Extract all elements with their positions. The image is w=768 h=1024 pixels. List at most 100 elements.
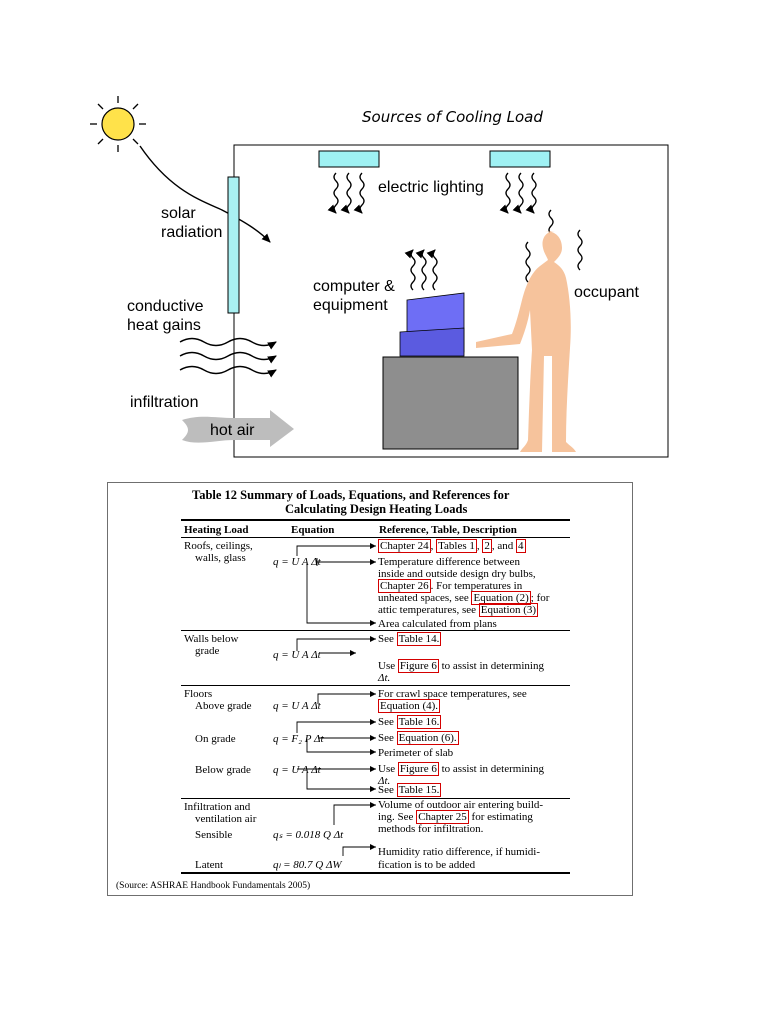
roofs-load-line2: walls, glass <box>195 552 246 564</box>
label-computer-line2: equipment <box>313 297 388 314</box>
occupant-heat-waves <box>525 209 583 283</box>
label-solar-line2: radiation <box>161 224 223 241</box>
floors-on-ref1: See Table 16. <box>378 715 442 729</box>
floors-below-use-rest: to assist in determining <box>441 763 544 775</box>
infiltration-sensible-equation: qₛ = 0.018 Q Δt <box>273 829 344 841</box>
floors-above-grade: Above grade <box>195 700 252 712</box>
label-hot-air: hot air <box>210 422 255 439</box>
link-table-14[interactable]: Table 14. <box>396 632 442 646</box>
infiltration-load-line1: Infiltration and <box>184 801 251 813</box>
link-equation-6[interactable]: Equation (6). <box>396 731 459 745</box>
solar-ray-arrow <box>139 145 271 243</box>
floors-on-see2: See <box>378 732 394 744</box>
walls-equation: q = U A Δt <box>273 649 321 661</box>
roofs-desc-line4-b: ; for <box>530 592 550 604</box>
walls-load-line2: grade <box>195 645 220 657</box>
link-figure-6-floors[interactable]: Figure 6 <box>397 762 439 776</box>
rule-top <box>181 519 570 521</box>
infiltration-ref-line2: ing. See Chapter 25 for estimating <box>378 810 533 824</box>
label-conductive-line2: heat gains <box>127 317 201 334</box>
heating-load-table: Table 12 Summary of Loads, Equations, an… <box>107 482 633 896</box>
infiltration-load-line2: ventilation air <box>195 813 257 825</box>
diagram-graphic <box>90 96 669 458</box>
sun-icon <box>90 96 146 152</box>
floors-on-grade: On grade <box>195 733 236 745</box>
diagram-title: Sources of Cooling Load <box>362 108 543 126</box>
walls-see: See <box>378 633 394 645</box>
infiltration-sensible: Sensible <box>195 829 233 841</box>
floors-below-ref1: Use Figure 6 to assist in determining <box>378 762 544 776</box>
conductive-heat-arrows <box>179 337 277 378</box>
floors-below-ref2: See Table 15. <box>378 783 442 797</box>
walls-dt: Δt. <box>378 672 391 684</box>
floors-below-see: See <box>378 784 394 796</box>
computer-monitor-icon <box>399 292 465 357</box>
link-equation-2[interactable]: Equation (2) <box>471 591 531 605</box>
table-bracket-lines <box>296 543 376 856</box>
rule-walls <box>181 685 570 686</box>
walls-ref-line1: See Table 14. <box>378 632 442 646</box>
rule-bottom <box>181 872 570 874</box>
link-table-2[interactable]: 2 <box>482 539 492 553</box>
link-equation-3[interactable]: Equation (3) <box>478 603 539 617</box>
header-reference: Reference, Table, Description <box>379 524 517 536</box>
roofs-equation: q = U A Δt <box>273 556 321 568</box>
infiltration-ref-line2-b: for estimating <box>471 811 533 823</box>
roofs-ref-line: Chapter 24, Tables 1, 2, and 4 <box>378 539 526 553</box>
label-computer-line1: computer & <box>313 278 395 295</box>
floors-on-equation: q = F₂ P Δt <box>273 733 324 745</box>
table-title-line1: Table 12 Summary of Loads, Equations, an… <box>192 488 510 502</box>
floors-on-ref2: See Equation (6). <box>378 731 459 745</box>
occupant-figure <box>476 231 576 452</box>
walls-use-rest: to assist in determining <box>441 660 544 672</box>
roofs-and: , and <box>491 540 514 552</box>
link-table-4[interactable]: 4 <box>516 539 526 553</box>
window-pane <box>227 176 240 314</box>
roofs-load-line1: Roofs, ceilings, <box>184 540 253 552</box>
label-conductive-line1: conductive <box>127 298 204 315</box>
roofs-desc-line1: Temperature difference between <box>378 556 520 568</box>
floors-above-ref-line1: For crawl space temperatures, see <box>378 688 527 700</box>
walls-ref-line2: Use Figure 6 to assist in determining <box>378 659 544 673</box>
infiltration-latent: Latent <box>195 859 224 871</box>
link-table-16[interactable]: Table 16. <box>396 715 442 729</box>
lighting-heat-waves <box>327 172 537 214</box>
link-tables-1[interactable]: Tables 1 <box>436 539 477 553</box>
infiltration-humidity-line1: Humidity ratio difference, if humidi- <box>378 846 541 858</box>
roofs-desc-line3-rest: . For temperatures in <box>430 580 523 592</box>
roofs-desc-line2: inside and outside design dry bulbs, <box>378 568 536 580</box>
floors-perimeter: Perimeter of slab <box>378 747 454 759</box>
link-chapter-25[interactable]: Chapter 25 <box>416 810 469 824</box>
table-title-line2: Calculating Design Heating Loads <box>285 502 468 516</box>
label-infiltration: infiltration <box>130 394 199 411</box>
roofs-desc-line4: unheated spaces, see Equation (2); for <box>378 591 550 605</box>
link-equation-4[interactable]: Equation (4). <box>378 699 441 713</box>
light-fixture-right <box>489 150 551 168</box>
header-heating-load: Heating Load <box>184 524 249 536</box>
link-chapter-26[interactable]: Chapter 26 <box>378 579 431 593</box>
walls-use: Use <box>378 660 396 672</box>
light-fixture-left <box>318 150 380 168</box>
roofs-desc-line5-a: attic temperatures, see <box>378 604 477 616</box>
floors-load: Floors <box>184 688 213 700</box>
label-solar-line1: solar <box>161 205 196 222</box>
infiltration-ref-line3: methods for infiltration. <box>378 823 484 835</box>
header-equation: Equation <box>291 524 335 536</box>
desk <box>382 356 519 450</box>
floors-below-grade: Below grade <box>195 764 251 776</box>
roofs-area: Area calculated from plans <box>378 618 497 630</box>
floors-below-equation: q = U A Δt <box>273 764 321 776</box>
rule-floors <box>181 798 570 799</box>
floors-above-equation: q = U A Δt <box>273 700 321 712</box>
computer-heat-waves <box>404 249 438 291</box>
label-occupant: occupant <box>574 284 639 301</box>
link-figure-6-walls[interactable]: Figure 6 <box>397 659 439 673</box>
infiltration-ref-line2-a: ing. See <box>378 811 414 823</box>
roofs-desc-line5: attic temperatures, see Equation (3) <box>378 603 539 617</box>
floors-below-use: Use <box>378 763 396 775</box>
rule-header <box>181 537 570 538</box>
link-chapter-24[interactable]: Chapter 24 <box>378 539 431 553</box>
link-table-15[interactable]: Table 15. <box>396 783 442 797</box>
infiltration-latent-equation: qₗ = 80.7 Q ΔW <box>273 859 342 871</box>
roofs-desc-line4-a: unheated spaces, see <box>378 592 469 604</box>
